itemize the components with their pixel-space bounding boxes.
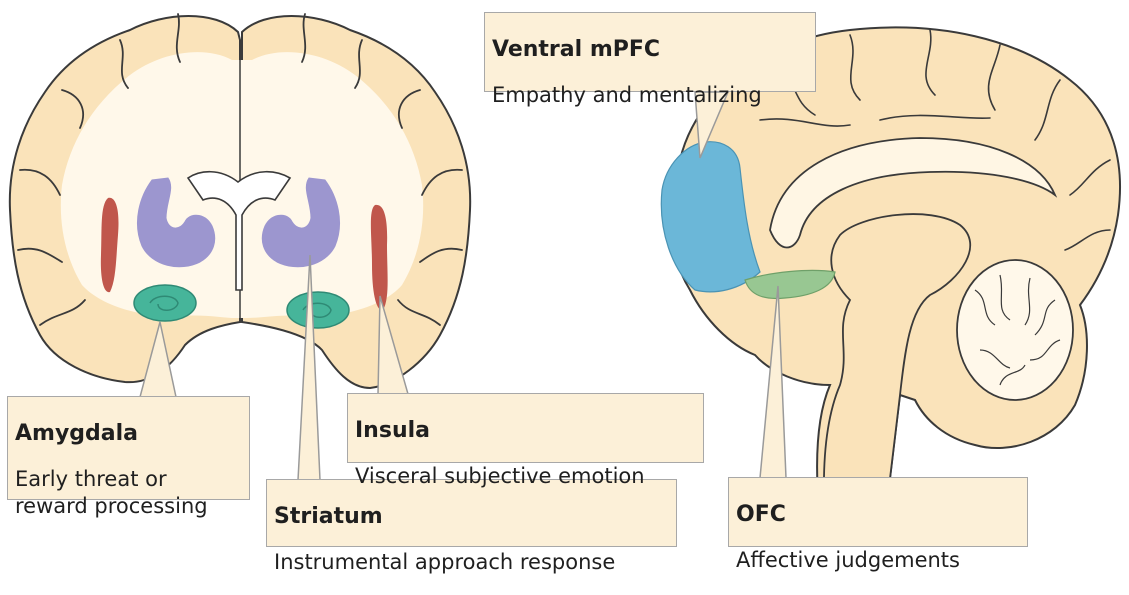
amygdala-right: [287, 292, 349, 328]
insula-title: Insula: [355, 417, 695, 444]
ventral-mpfc-label: Ventral mPFC Empathy and mentalizing: [484, 12, 816, 92]
amygdala-description: Early threat or reward processing: [15, 466, 241, 520]
ofc-label: OFC Affective judgements: [728, 477, 1028, 547]
amygdala-title: Amygdala: [15, 420, 241, 447]
insula-label: Insula Visceral subjective emotion: [347, 393, 704, 463]
cerebellum: [957, 260, 1073, 400]
insula-description: Visceral subjective emotion: [355, 463, 695, 490]
amygdala-label: Amygdala Early threat or reward processi…: [7, 396, 250, 500]
ofc-description: Affective judgements: [736, 547, 1019, 574]
amygdala-left: [134, 285, 196, 321]
ofc-title: OFC: [736, 501, 1019, 528]
ventral-mpfc-description: Empathy and mentalizing: [492, 82, 807, 109]
striatum-description: Instrumental approach response: [274, 549, 668, 576]
ventral-mpfc-title: Ventral mPFC: [492, 36, 807, 63]
coronal-brain-section: [10, 14, 470, 388]
